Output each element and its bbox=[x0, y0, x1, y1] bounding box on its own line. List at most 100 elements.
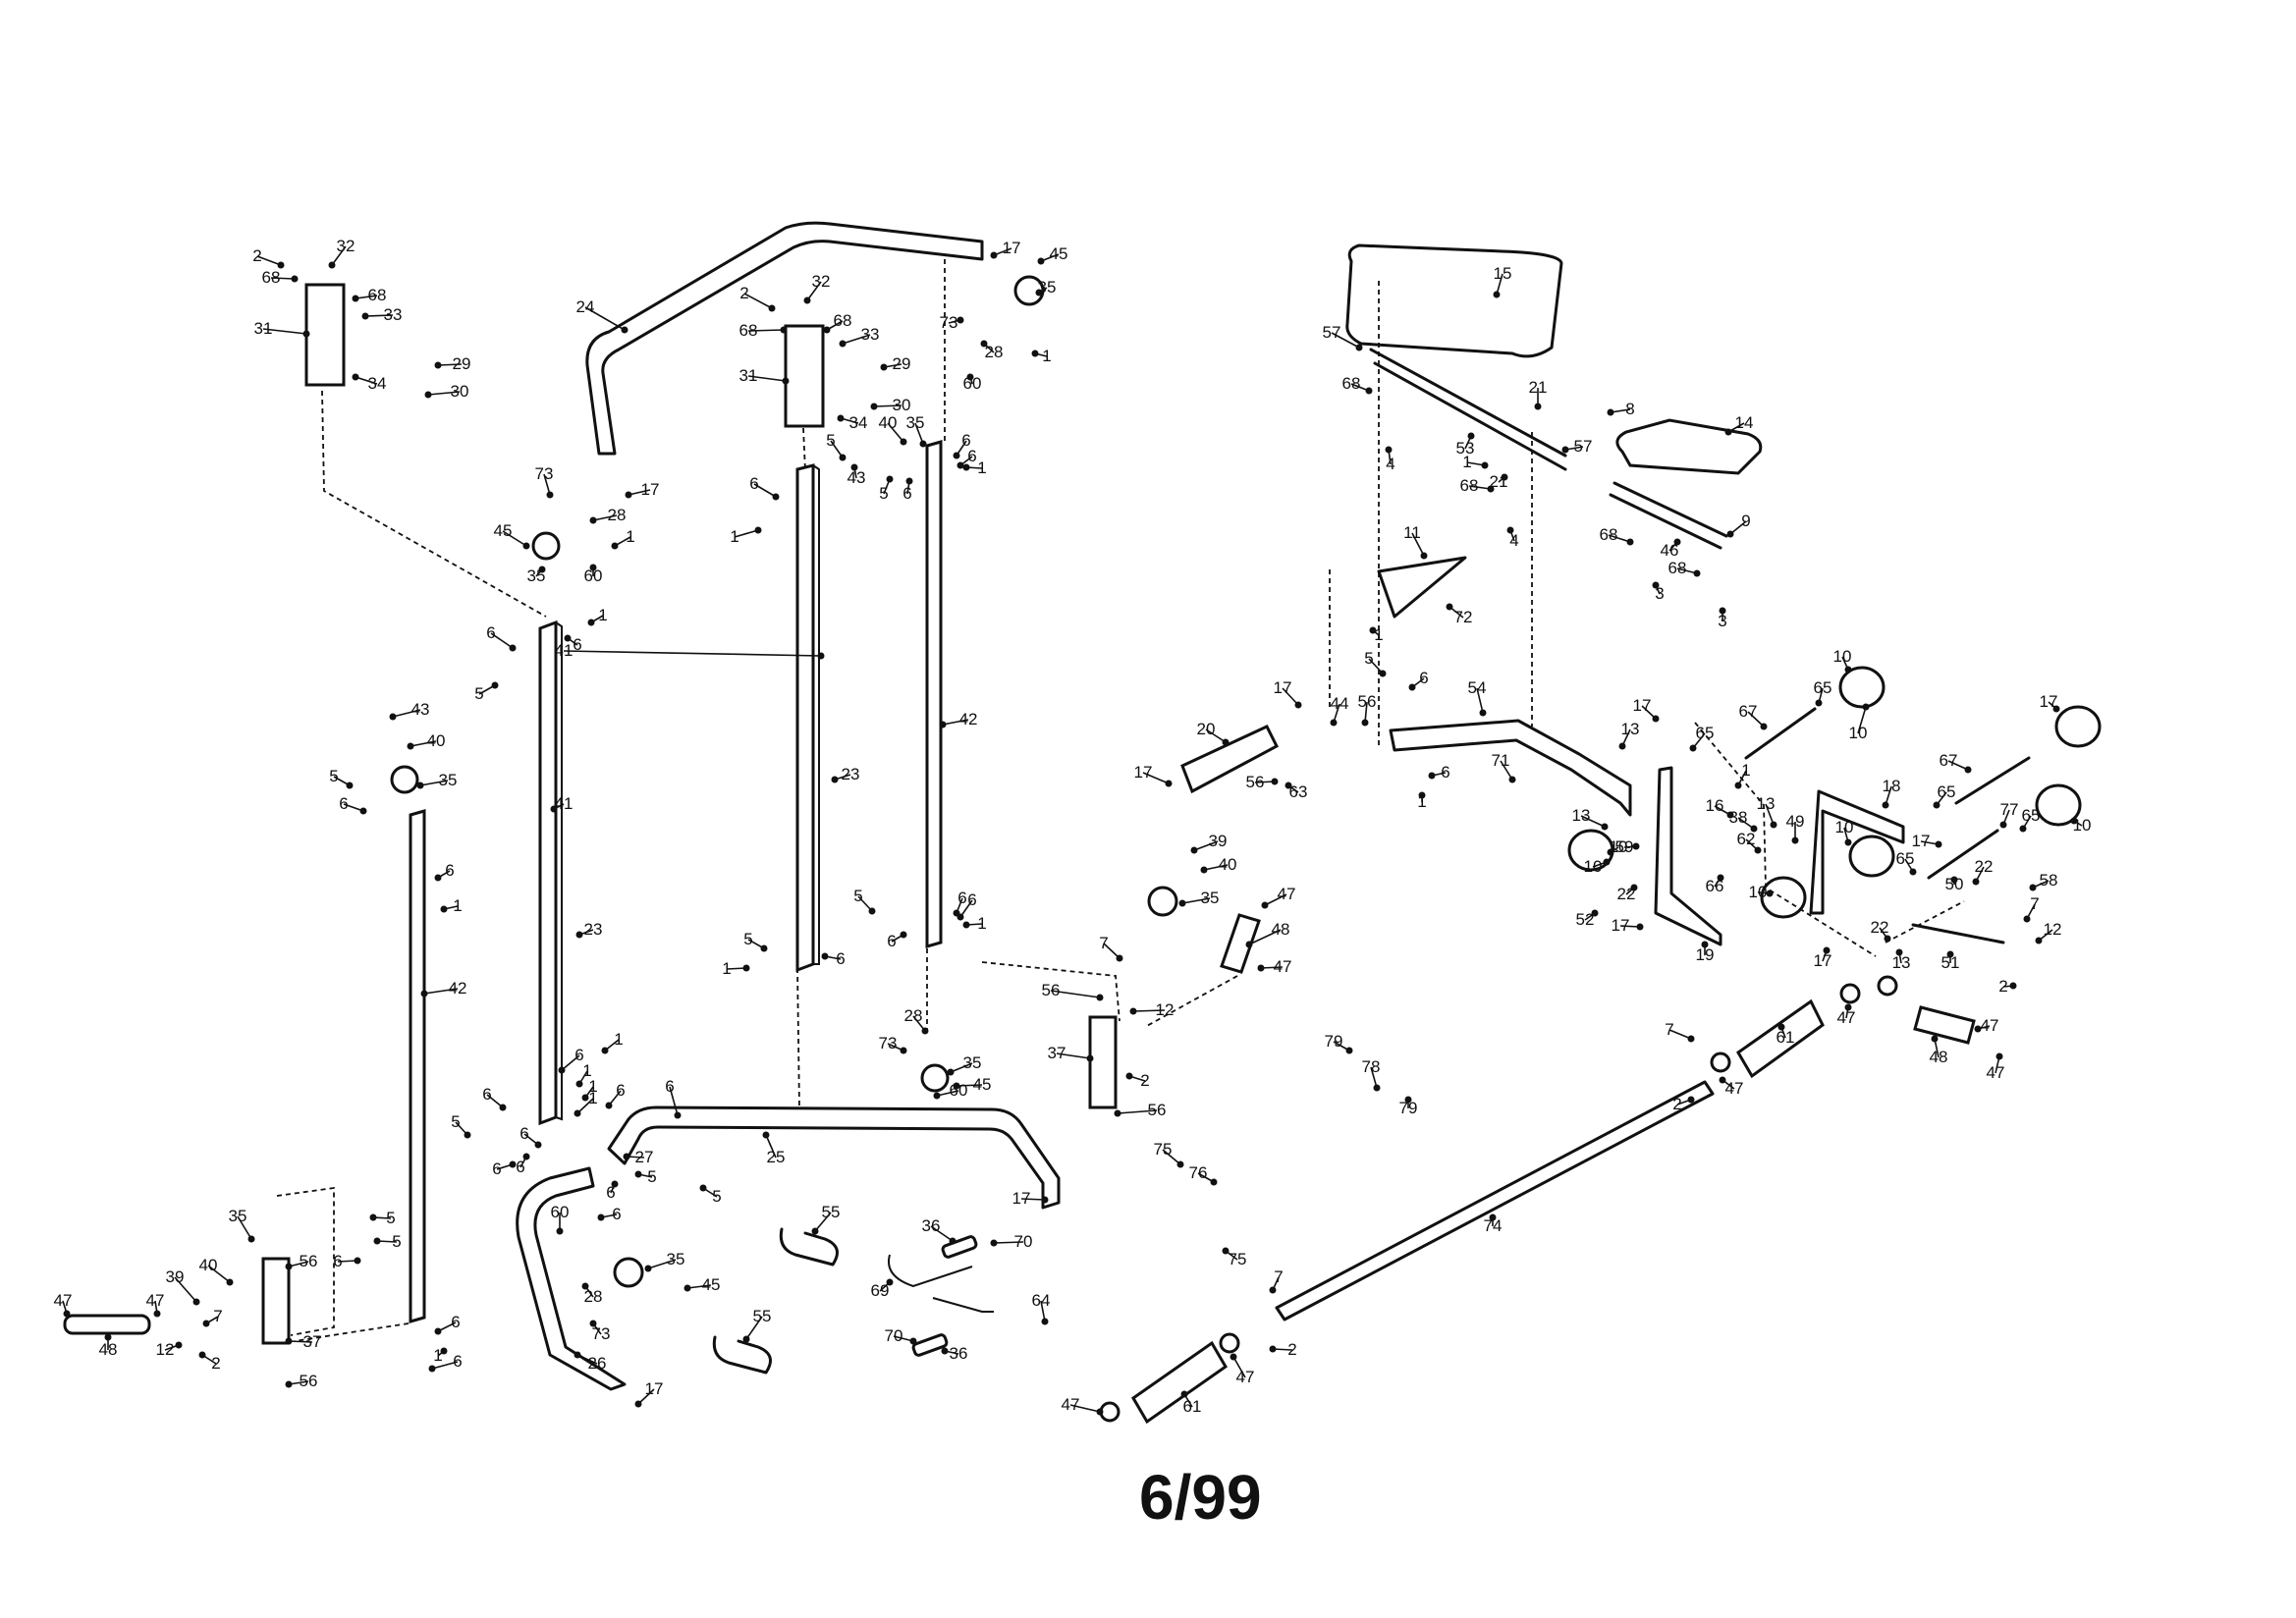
callout-label: 6 bbox=[516, 1158, 524, 1176]
pulley-left-upright bbox=[390, 765, 419, 794]
callout-label: 6 bbox=[887, 932, 896, 950]
callout-6: 6 bbox=[486, 623, 517, 652]
callout-label: 41 bbox=[555, 794, 574, 813]
callout-label: 78 bbox=[1362, 1057, 1381, 1076]
callout-label: 2 bbox=[1998, 977, 2007, 996]
callout-69: 69 bbox=[871, 1278, 894, 1300]
callout-label: 6 bbox=[574, 1046, 583, 1064]
callout-28: 28 bbox=[904, 1006, 929, 1035]
fastener-mark bbox=[957, 316, 964, 324]
fastener-mark bbox=[1823, 946, 1831, 954]
cable-69 bbox=[888, 1254, 994, 1313]
fastener-mark bbox=[247, 1235, 255, 1243]
fastener-mark bbox=[780, 326, 788, 334]
callout-label: 64 bbox=[1032, 1291, 1051, 1310]
callout-label: 71 bbox=[1492, 751, 1510, 770]
callout-6: 6 bbox=[597, 1205, 622, 1223]
callout-label: 17 bbox=[641, 480, 660, 499]
fastener-mark bbox=[407, 742, 414, 750]
fastener-mark bbox=[1479, 709, 1487, 717]
callout-label: 34 bbox=[849, 413, 868, 432]
callout-label: 68 bbox=[1668, 559, 1687, 577]
callout-48: 48 bbox=[99, 1333, 117, 1359]
callout-35: 35 bbox=[1178, 889, 1219, 907]
fastener-mark bbox=[601, 1047, 609, 1054]
leader-line bbox=[647, 1259, 677, 1269]
fastener-mark bbox=[1116, 954, 1123, 962]
leader-line bbox=[669, 1086, 679, 1116]
fastener-mark bbox=[768, 304, 776, 312]
callout-5: 5 bbox=[879, 475, 894, 503]
callout-label: 65 bbox=[1938, 782, 1956, 801]
fastener-mark bbox=[328, 261, 336, 269]
fastener-mark bbox=[1210, 1178, 1218, 1186]
callout-48: 48 bbox=[1245, 920, 1289, 948]
callout-label: 31 bbox=[739, 366, 758, 385]
callout-13: 13 bbox=[1757, 794, 1777, 829]
callout-68: 68 bbox=[262, 268, 299, 287]
callout-35: 35 bbox=[527, 566, 546, 585]
fastener-mark bbox=[581, 1094, 589, 1102]
callout-label: 35 bbox=[963, 1053, 982, 1072]
callout-5: 5 bbox=[826, 431, 847, 461]
pulley-bracket-right bbox=[1088, 1015, 1118, 1109]
callout-label: 6 bbox=[1441, 763, 1449, 782]
fastener-mark bbox=[1724, 428, 1732, 436]
callout-label: 17 bbox=[1612, 916, 1630, 935]
callout-label: 1 bbox=[588, 1089, 597, 1107]
fastener-mark bbox=[886, 1278, 894, 1286]
roller-10-e bbox=[1848, 835, 1895, 878]
fastener-mark bbox=[1561, 446, 1569, 454]
callout-label: 56 bbox=[1042, 981, 1061, 999]
leader-line bbox=[1468, 485, 1492, 490]
callout-64: 64 bbox=[1032, 1291, 1051, 1325]
carriage-31-left bbox=[304, 283, 346, 387]
fastener-mark bbox=[1673, 538, 1681, 546]
leader-line bbox=[431, 1361, 459, 1370]
fastener-mark bbox=[760, 944, 768, 952]
callout-21: 21 bbox=[1490, 472, 1508, 491]
fastener-mark bbox=[373, 1237, 381, 1245]
fastener-mark bbox=[558, 1066, 566, 1074]
callout-label: 5 bbox=[712, 1187, 721, 1206]
fastener-mark bbox=[1037, 257, 1045, 265]
fastener-mark bbox=[966, 373, 974, 381]
axle-67-a bbox=[1744, 707, 1817, 760]
fastener-mark bbox=[2052, 705, 2060, 713]
callout-label: 27 bbox=[635, 1148, 654, 1166]
callout-6: 6 bbox=[492, 1160, 517, 1178]
callout-56: 56 bbox=[1042, 981, 1104, 1001]
fastener-mark bbox=[1446, 603, 1453, 611]
callout-17: 17 bbox=[990, 239, 1021, 259]
front-frame bbox=[516, 1166, 627, 1391]
bench-frame-54 bbox=[1389, 719, 1632, 817]
leader-line bbox=[942, 719, 969, 726]
callout-6: 6 bbox=[665, 1077, 682, 1119]
fastener-mark bbox=[980, 340, 988, 348]
callout-label: 17 bbox=[1912, 832, 1931, 850]
callout-label: 47 bbox=[1236, 1368, 1255, 1386]
callout-label: 17 bbox=[1003, 239, 1021, 257]
fastener-mark bbox=[957, 913, 964, 921]
callout-label: 10 bbox=[1833, 647, 1852, 666]
callout-label: 40 bbox=[199, 1256, 218, 1274]
fastener-mark bbox=[1972, 878, 1980, 886]
fastener-mark bbox=[1601, 823, 1609, 831]
callout-5: 5 bbox=[451, 1112, 471, 1139]
leader-line bbox=[745, 1316, 763, 1340]
fastener-mark bbox=[625, 491, 632, 499]
collar-47-a bbox=[1710, 1052, 1731, 1073]
callout-10: 10 bbox=[1607, 837, 1627, 856]
callout-label: 37 bbox=[1048, 1044, 1066, 1062]
fastener-mark bbox=[839, 454, 847, 461]
fastener-mark bbox=[1096, 994, 1104, 1001]
callout-label: 40 bbox=[427, 731, 446, 750]
leader-line bbox=[1857, 706, 1867, 734]
callout-28: 28 bbox=[980, 340, 1003, 361]
callout-10: 10 bbox=[1833, 647, 1852, 674]
callout-32: 32 bbox=[803, 272, 830, 304]
collar-47-b bbox=[1839, 983, 1861, 1004]
weight-sleeve-left bbox=[63, 1314, 151, 1335]
fastener-mark bbox=[782, 377, 790, 385]
fastener-mark bbox=[546, 491, 554, 499]
